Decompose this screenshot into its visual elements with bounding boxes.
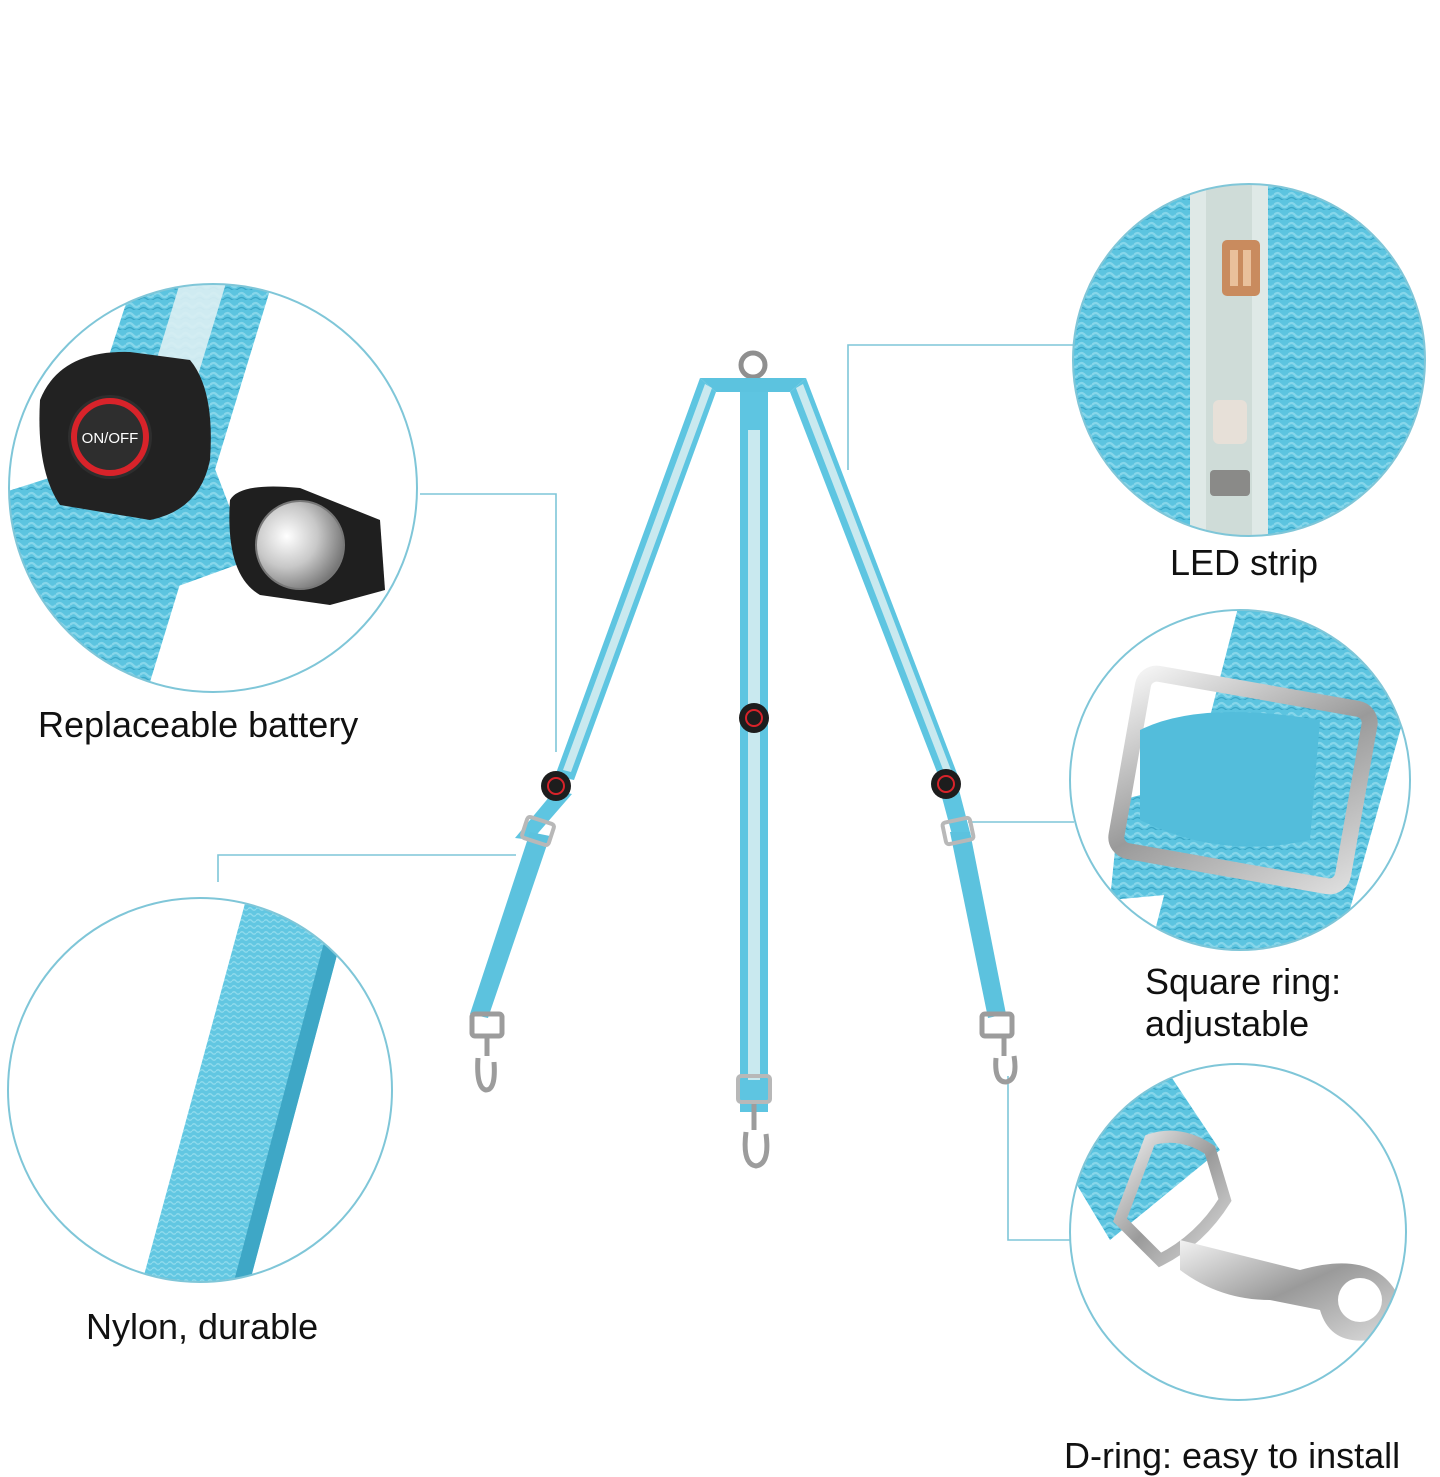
caption-square-ring: Square ring: adjustable [1145,961,1341,1045]
detail-circle-battery: ON/OFF [8,283,418,693]
caption-square-ring-line2: adjustable [1145,1003,1310,1044]
snap-hook-middle [742,1104,770,1169]
top-o-ring [738,350,768,380]
on-off-label: ON/OFF [82,430,139,447]
strap-left [470,378,716,1018]
detail-circle-led [1072,183,1426,537]
on-off-controller: ON/OFF [39,351,211,520]
adjuster-buckle-middle [736,1074,772,1104]
strap-middle [736,392,772,1112]
callout-line-battery [420,493,557,752]
adjuster-buckle-right [940,815,976,847]
controller-middle [739,703,769,733]
snap-hook-left [469,1011,505,1093]
caption-replaceable-battery: Replaceable battery [38,704,359,745]
snap-hook-body [1180,1240,1400,1341]
detail-circle-nylon [7,897,393,1283]
adjuster-buckle-left [520,814,556,848]
caption-square-ring-line1: Square ring: [1145,961,1342,1002]
caption-led-strip: LED strip [1170,542,1319,583]
coin-battery [256,501,344,589]
controller-right [931,769,961,799]
caption-nylon-durable: Nylon, durable [86,1306,319,1347]
led-chip [1222,240,1260,296]
leash-coupler [469,350,1018,1169]
detail-circle-dring [1069,1063,1407,1401]
strap-right [790,378,1006,1018]
callout-lines [217,344,1074,1241]
callout-line-led [847,344,1074,470]
callout-line-nylon [217,854,516,882]
snap-hook-right [979,1011,1018,1085]
controller-left [541,771,571,801]
square-ring-buckle [1108,665,1378,895]
callout-line-dring [1007,1076,1072,1241]
battery-compartment [229,486,385,605]
detail-circle-square [1069,609,1411,951]
caption-d-ring: D-ring: easy to install [1064,1435,1401,1476]
